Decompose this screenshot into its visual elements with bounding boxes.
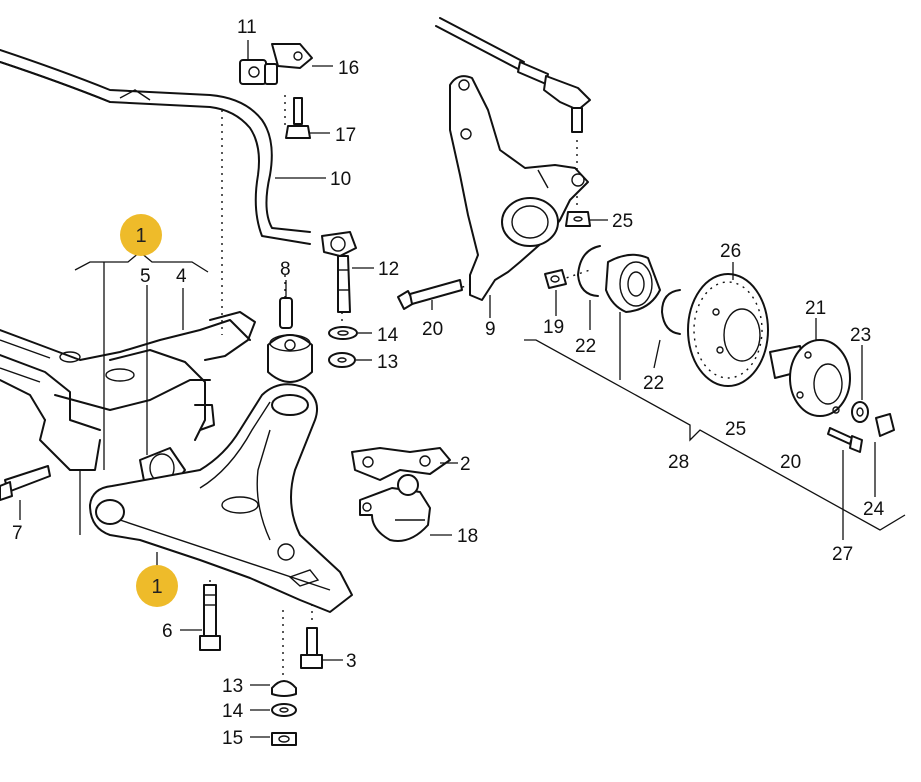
label-9: 9 <box>485 319 496 340</box>
label-3: 3 <box>346 651 357 672</box>
coupling-rod <box>321 231 357 313</box>
rear-mount <box>267 334 313 383</box>
label-20-left: 20 <box>422 319 443 340</box>
group-bracket-28 <box>524 339 906 531</box>
washer-bottom <box>271 703 297 717</box>
label-19: 19 <box>543 317 564 338</box>
wheel-bearing <box>605 253 661 313</box>
callout-1-bottom-text: 1 <box>151 576 162 598</box>
sensor-ring <box>687 273 769 387</box>
label-22-left: 22 <box>575 336 596 357</box>
label-24: 24 <box>863 499 885 520</box>
label-18: 18 <box>457 526 478 547</box>
label-26: 26 <box>720 241 741 262</box>
clamp-plate <box>351 447 451 481</box>
stabilizer-bar <box>0 49 311 245</box>
bolt-3 <box>300 627 323 669</box>
circlip-left <box>577 245 601 297</box>
bolt-7 <box>0 465 51 501</box>
bearing-housing <box>449 75 589 301</box>
ball-joint <box>359 474 431 542</box>
nut-25 <box>565 211 591 227</box>
label-13-bottom: 13 <box>222 676 243 697</box>
label-14-top: 14 <box>377 325 399 346</box>
label-12: 12 <box>378 259 399 280</box>
label-7: 7 <box>12 523 23 544</box>
washer-top <box>328 326 358 340</box>
bolt-17 <box>285 97 311 139</box>
label-5: 5 <box>140 266 151 287</box>
label-28: 28 <box>668 452 689 473</box>
callout-1-top-text: 1 <box>135 225 146 247</box>
label-20-right: 20 <box>780 452 801 473</box>
nut-19 <box>544 269 567 289</box>
circlip-right <box>661 289 681 335</box>
label-25-bottom: 25 <box>725 419 746 440</box>
label-14-bottom: 14 <box>222 701 244 722</box>
part-labels: 11 16 17 10 12 8 14 13 5 4 7 2 18 6 3 13… <box>12 17 885 749</box>
stabilizer-clamp <box>239 43 313 85</box>
label-2: 2 <box>460 454 471 475</box>
label-15: 15 <box>222 728 243 749</box>
label-4: 4 <box>176 266 187 287</box>
bolt-20 <box>397 279 463 310</box>
label-13-top: 13 <box>377 352 398 373</box>
label-22-right: 22 <box>643 373 664 394</box>
hub-screw <box>827 427 863 453</box>
label-17: 17 <box>335 125 356 146</box>
label-21: 21 <box>805 298 826 319</box>
bolt-6 <box>199 584 221 651</box>
label-11: 11 <box>237 17 257 38</box>
track-rod <box>435 17 591 133</box>
nut-15 <box>271 732 297 746</box>
wishbone <box>89 383 353 613</box>
leader-lines <box>19 40 876 738</box>
callout-1-bottom[interactable]: 1 <box>136 565 178 607</box>
subframe <box>0 311 256 471</box>
callout-1-bottom-circle[interactable] <box>136 565 178 607</box>
label-10: 10 <box>330 169 351 190</box>
label-23: 23 <box>850 325 871 346</box>
callout-1-top-circle[interactable] <box>120 214 162 256</box>
washer-23 <box>851 401 869 423</box>
bush-bottom <box>271 680 297 697</box>
label-25-top: 25 <box>612 211 633 232</box>
label-27: 27 <box>832 544 853 565</box>
label-16: 16 <box>338 58 359 79</box>
hub-nut <box>875 413 895 437</box>
callout-1-top[interactable]: 1 <box>120 214 162 256</box>
pin-8 <box>279 297 293 329</box>
bush-top <box>328 352 356 368</box>
wheel-hub <box>769 339 851 417</box>
label-6: 6 <box>162 621 173 642</box>
label-8: 8 <box>280 259 291 280</box>
